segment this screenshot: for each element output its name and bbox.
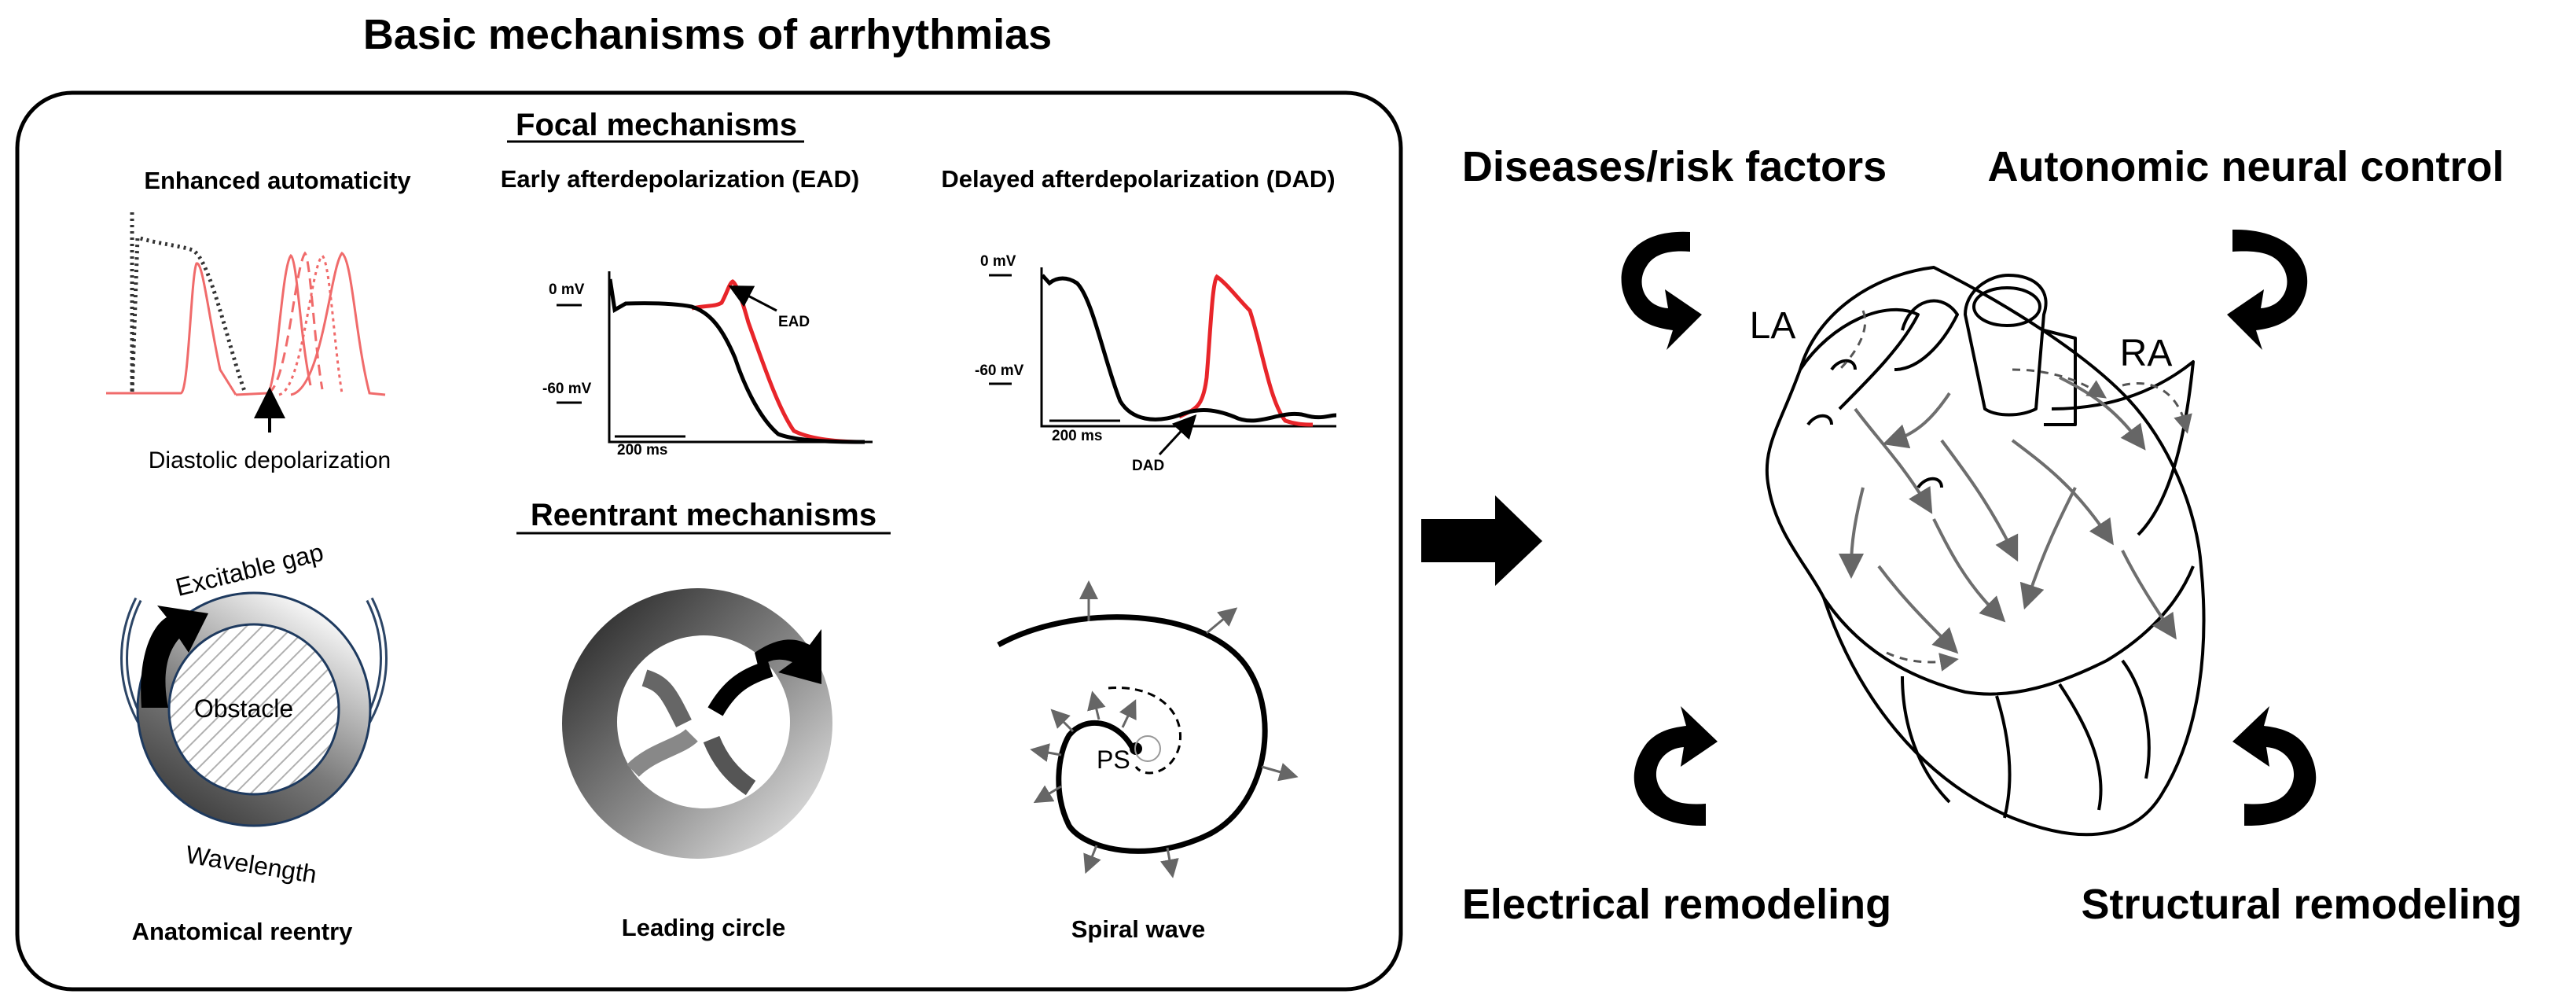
dad-scale-label: 200 ms bbox=[1052, 428, 1102, 444]
reentrant-heading: Reentrant mechanisms bbox=[531, 498, 876, 532]
wavelength-label: Wavelength bbox=[184, 840, 318, 889]
ead-red-trace bbox=[691, 279, 865, 444]
leading-circle-spoke-3 bbox=[703, 735, 756, 796]
ead-scale-label: 200 ms bbox=[617, 442, 667, 458]
aorta bbox=[1964, 274, 2048, 417]
ead-axes bbox=[608, 271, 873, 444]
spiral-wave-panel: PS Spiral wave bbox=[997, 580, 1299, 943]
spiral-wave-caption: Spiral wave bbox=[1071, 915, 1206, 943]
mechanisms-panel bbox=[15, 90, 1403, 992]
ra-label: RA bbox=[2120, 333, 2173, 374]
right-atrial-appendage bbox=[2051, 360, 2195, 536]
ead-pointer bbox=[728, 285, 777, 312]
ead-sixty-label: -60 mV bbox=[542, 381, 592, 397]
dad-title: Delayed afterdepolarization (DAD) bbox=[941, 165, 1335, 193]
dad-axes bbox=[1040, 267, 1336, 428]
dad-panel: Delayed afterdepolarization (DAD) 0 mV -… bbox=[941, 165, 1337, 474]
reentry-wavefront-arrow bbox=[141, 606, 208, 708]
la-label: LA bbox=[1750, 305, 1796, 347]
spiral-wavefront bbox=[997, 614, 1268, 854]
automaticity-caption: Diastolic depolarization bbox=[149, 447, 391, 473]
dad-label: DAD bbox=[1132, 458, 1164, 474]
anatomical-reentry-caption: Anatomical reentry bbox=[132, 918, 354, 945]
spiral-gray-arrows bbox=[1030, 580, 1299, 878]
anatomical-reentry-panel: Obstacle Excitable gap Wavelength Anatom… bbox=[120, 538, 388, 945]
autonomic-label: Autonomic neural control bbox=[1987, 143, 2504, 190]
heart-dashed-paths bbox=[1838, 310, 2192, 672]
dad-zero-label: 0 mV bbox=[980, 253, 1016, 270]
ventricle-lines bbox=[1822, 565, 2195, 819]
leading-circle-panel: Leading circle bbox=[562, 588, 832, 941]
curved-arrow-bottom-right bbox=[2232, 706, 2317, 826]
focal-heading: Focal mechanisms bbox=[516, 108, 797, 142]
electrical-remodeling-label: Electrical remodeling bbox=[1462, 881, 1891, 928]
pointer-arrow-to-heart bbox=[1421, 495, 1542, 586]
automaticity-red-ap-1 bbox=[106, 262, 237, 396]
curved-arrow-top-right bbox=[2227, 229, 2308, 350]
diseases-label: Diseases/risk factors bbox=[1462, 143, 1887, 190]
automaticity-red-ap-2 bbox=[235, 254, 312, 396]
heart-outline bbox=[1765, 266, 2206, 837]
leading-circle-spoke-1 bbox=[641, 669, 692, 727]
figure-title: Basic mechanisms of arrhythmias bbox=[363, 11, 1052, 58]
heart-conduction-arrows bbox=[1839, 376, 2177, 654]
leading-circle-main-arrow bbox=[755, 629, 821, 684]
left-atrial-appendage bbox=[1799, 307, 1920, 410]
dad-red-trace bbox=[1178, 274, 1314, 427]
structural-remodeling-label: Structural remodeling bbox=[2081, 881, 2522, 928]
obstacle-label: Obstacle bbox=[194, 694, 293, 723]
enhanced-automaticity-title: Enhanced automaticity bbox=[144, 167, 411, 194]
enhanced-automaticity-panel: Enhanced automaticity Diastolic depolari… bbox=[106, 167, 411, 473]
ps-label: PS bbox=[1097, 745, 1130, 774]
ead-panel: Early afterdepolarization (EAD) 0 mV -60… bbox=[501, 165, 873, 458]
pulmonary-veins bbox=[1894, 299, 1959, 371]
automaticity-red-ap-5 bbox=[290, 252, 386, 396]
automaticity-red-ap-4 bbox=[278, 253, 344, 396]
leading-circle-caption: Leading circle bbox=[622, 914, 785, 941]
leading-circle-spoke-4 bbox=[707, 660, 774, 716]
automaticity-red-ap-3 bbox=[266, 251, 324, 395]
curved-arrow-top-left bbox=[1621, 231, 1702, 350]
ead-label: EAD bbox=[778, 314, 810, 330]
pulmonary-vein-stubs bbox=[1806, 359, 1943, 489]
dad-sixty-label: -60 mV bbox=[975, 363, 1024, 379]
leading-circle-spoke-2 bbox=[627, 728, 698, 778]
curved-arrow-bottom-left bbox=[1633, 706, 1718, 826]
automaticity-black-dotted-ap bbox=[130, 212, 248, 394]
phase-singularity-orbit bbox=[1134, 735, 1161, 762]
spiral-wavetail bbox=[1108, 687, 1181, 775]
aorta-opening bbox=[1972, 286, 2041, 327]
ead-title: Early afterdepolarization (EAD) bbox=[501, 165, 859, 193]
ead-black-trace bbox=[608, 278, 865, 444]
ead-zero-label: 0 mV bbox=[549, 282, 585, 298]
dad-black-trace bbox=[1041, 274, 1337, 423]
obstacle bbox=[167, 623, 340, 796]
dad-pointer bbox=[1158, 414, 1197, 456]
